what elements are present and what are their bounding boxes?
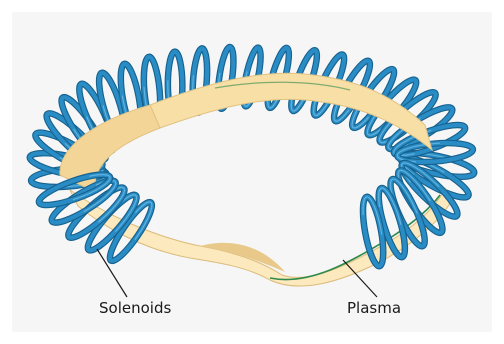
solenoids-label: Solenoids (99, 299, 171, 317)
plasma-label: Plasma (347, 299, 401, 317)
